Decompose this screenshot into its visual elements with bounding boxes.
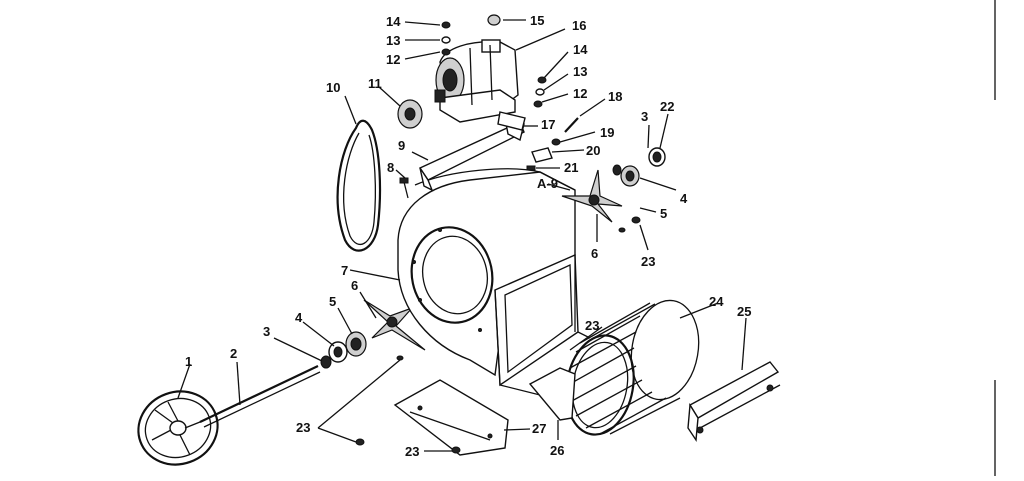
callout-13: 13 bbox=[386, 33, 400, 48]
part-v-belt bbox=[336, 119, 382, 252]
part-pulley bbox=[137, 390, 219, 466]
part-bearing-upper bbox=[620, 165, 640, 187]
callout-5: 5 bbox=[329, 294, 336, 309]
callout-19: 19 bbox=[600, 125, 614, 140]
callout-6: 6 bbox=[351, 278, 358, 293]
callout-2: 2 bbox=[230, 346, 237, 361]
callout-9: 9 bbox=[398, 138, 405, 153]
part-bearing-arm-lower bbox=[363, 299, 426, 351]
part-small-bracket bbox=[531, 147, 553, 163]
part-washer bbox=[320, 355, 332, 369]
part-screw-23 bbox=[355, 355, 461, 454]
callout-3: 3 bbox=[263, 324, 270, 339]
callout-25: 25 bbox=[737, 304, 751, 319]
part-bearing bbox=[345, 331, 367, 357]
callout-12: 12 bbox=[386, 52, 400, 67]
part-shaft bbox=[199, 365, 321, 428]
part-motor-pulley bbox=[397, 99, 423, 129]
callout-4b: 4 bbox=[680, 191, 688, 206]
callout-a9: A-9 bbox=[537, 176, 558, 191]
callout-18: 18 bbox=[608, 89, 622, 104]
part-motor bbox=[434, 39, 519, 123]
callout-12b: 12 bbox=[573, 86, 587, 101]
callout-1: 1 bbox=[185, 354, 192, 369]
callout-11: 11 bbox=[368, 76, 382, 91]
part-top-bolt bbox=[487, 14, 501, 26]
part-adjust-bolt bbox=[564, 117, 579, 133]
part-bearing-arm-upper bbox=[561, 169, 623, 223]
callout-26: 26 bbox=[550, 443, 564, 458]
callout-13b: 13 bbox=[573, 64, 587, 79]
callout-24: 24 bbox=[709, 294, 724, 309]
callout-8: 8 bbox=[387, 160, 394, 175]
part-hardware-left bbox=[441, 21, 451, 56]
callout-23c: 23 bbox=[296, 420, 310, 435]
part-housing-foot bbox=[528, 367, 576, 421]
part-bottom-bracket bbox=[393, 379, 509, 456]
callout-21: 21 bbox=[564, 160, 578, 175]
callout-20: 20 bbox=[586, 143, 600, 158]
callout-14: 14 bbox=[386, 14, 401, 29]
callout-3b: 3 bbox=[641, 109, 648, 124]
callout-4: 4 bbox=[295, 310, 303, 325]
part-motor-bracket bbox=[497, 111, 526, 131]
part-hardware-right bbox=[533, 76, 547, 108]
callout-17: 17 bbox=[541, 117, 555, 132]
part-washer-upper bbox=[612, 164, 622, 176]
callout-23d: 23 bbox=[405, 444, 419, 459]
part-bolt bbox=[399, 177, 409, 199]
callout-15: 15 bbox=[530, 13, 544, 28]
callout-16: 16 bbox=[572, 18, 586, 33]
callout-7: 7 bbox=[341, 263, 348, 278]
part-blower-housing bbox=[397, 168, 591, 401]
leader-lines bbox=[177, 19, 747, 452]
part-screw-upper bbox=[631, 216, 641, 224]
callout-6b: 6 bbox=[591, 246, 598, 261]
callout-22: 22 bbox=[660, 99, 674, 114]
callout-5b: 5 bbox=[660, 206, 667, 221]
part-collar-upper bbox=[648, 147, 666, 167]
part-clip bbox=[526, 165, 536, 171]
callout-23b: 23 bbox=[585, 318, 599, 333]
part-screw-small bbox=[618, 227, 626, 233]
part-cutoff-plate bbox=[687, 361, 781, 443]
callout-14b: 14 bbox=[573, 42, 588, 57]
callout-10: 10 bbox=[326, 80, 340, 95]
part-adjust-nut bbox=[551, 138, 561, 146]
callout-27: 27 bbox=[532, 421, 546, 436]
callout-23a: 23 bbox=[641, 254, 655, 269]
part-bearing-collar bbox=[328, 341, 348, 363]
